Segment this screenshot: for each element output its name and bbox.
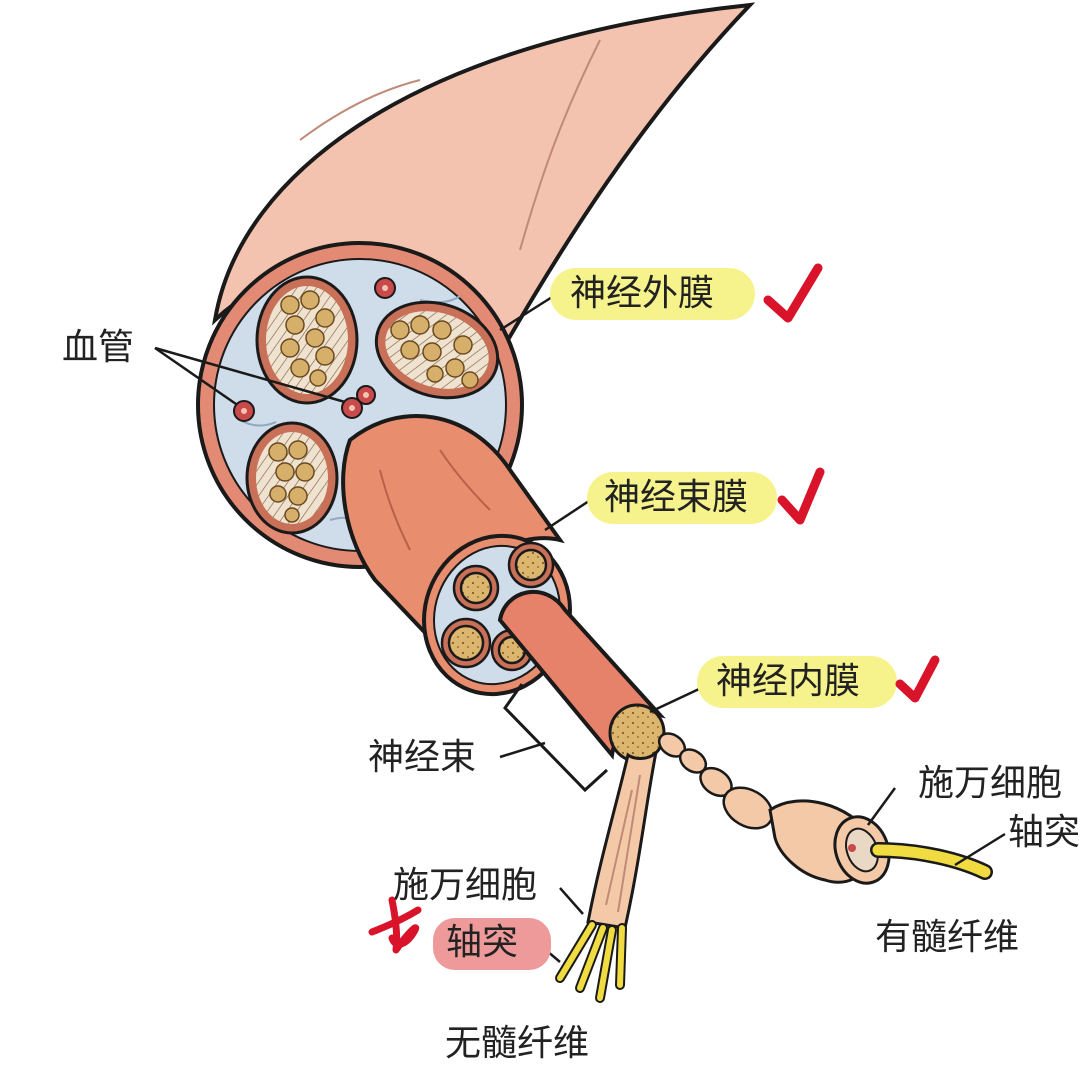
label-perineurium: 神经束膜 [604,477,749,518]
check-mark-icon [895,655,940,703]
label-schwann-cell-right: 施万细胞 [918,763,1063,804]
label-epineurium: 神经外膜 [570,273,715,314]
check-mark-icon [777,467,825,525]
label-blood-vessel: 血管 [62,327,135,368]
label-fascicle: 神经束 [368,737,477,778]
label-axon-right: 轴突 [1008,812,1080,853]
check-mark-icon [763,263,823,323]
myelinated-schwann-cell-end [833,815,891,885]
label-endoneurium: 神经内膜 [716,661,861,702]
blood-vessel [374,277,396,299]
blood-vessel [356,385,376,405]
fascicle-bracket [503,683,609,793]
blood-vessel [341,397,363,419]
unmyelinated-fiber [586,750,658,930]
fascicle-cross-section [255,275,359,405]
blood-vessel [233,400,255,422]
unmyelinated-axons [555,920,627,1003]
label-axon-left: 轴突 [446,922,519,963]
fascicle-cross-section [245,421,339,535]
label-schwann-cell-left: 施万细胞 [393,865,538,906]
label-unmyelinated-fiber: 无髓纤维 [445,1023,590,1064]
label-myelinated-fiber: 有髓纤维 [875,917,1020,958]
red-scribble-mark [368,896,422,954]
fascicle-cross-section [374,300,500,400]
